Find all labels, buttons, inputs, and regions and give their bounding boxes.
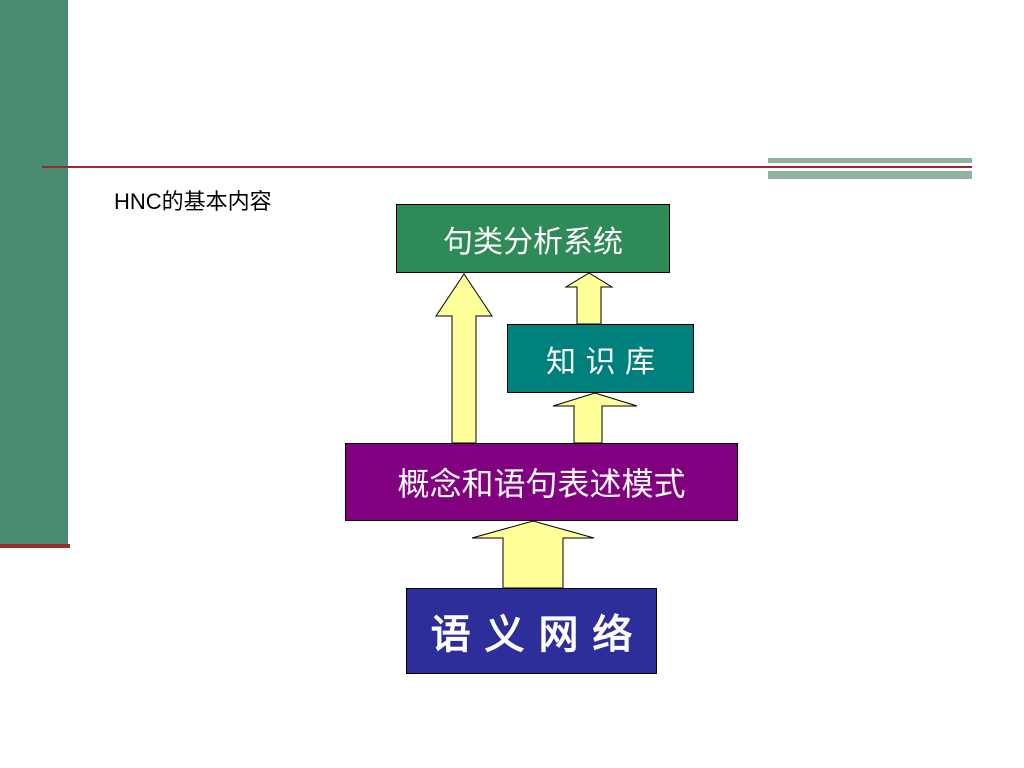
arrow-concept-to-sentence bbox=[435, 273, 493, 444]
arrow-knowledge-to-sentence bbox=[564, 272, 614, 325]
arrow-concept-to-knowledge bbox=[552, 392, 638, 444]
accent-bar-top bbox=[768, 158, 972, 163]
side-decor-bar bbox=[0, 0, 68, 546]
node-concept-patterns: 概念和语句表述模式 bbox=[345, 443, 738, 521]
side-decor-edge bbox=[0, 544, 70, 548]
arrow-semantic-to-concept bbox=[471, 520, 595, 589]
node-sentence-analysis: 句类分析系统 bbox=[396, 204, 670, 273]
node-semantic-network: 语 义 网 络 bbox=[406, 588, 657, 674]
accent-bar-bottom bbox=[768, 171, 972, 179]
node-knowledge-base: 知 识 库 bbox=[507, 324, 694, 393]
header-rule-line bbox=[42, 166, 972, 168]
slide-title: HNC的基本内容 bbox=[114, 189, 272, 214]
header-accent-bars bbox=[768, 158, 972, 179]
